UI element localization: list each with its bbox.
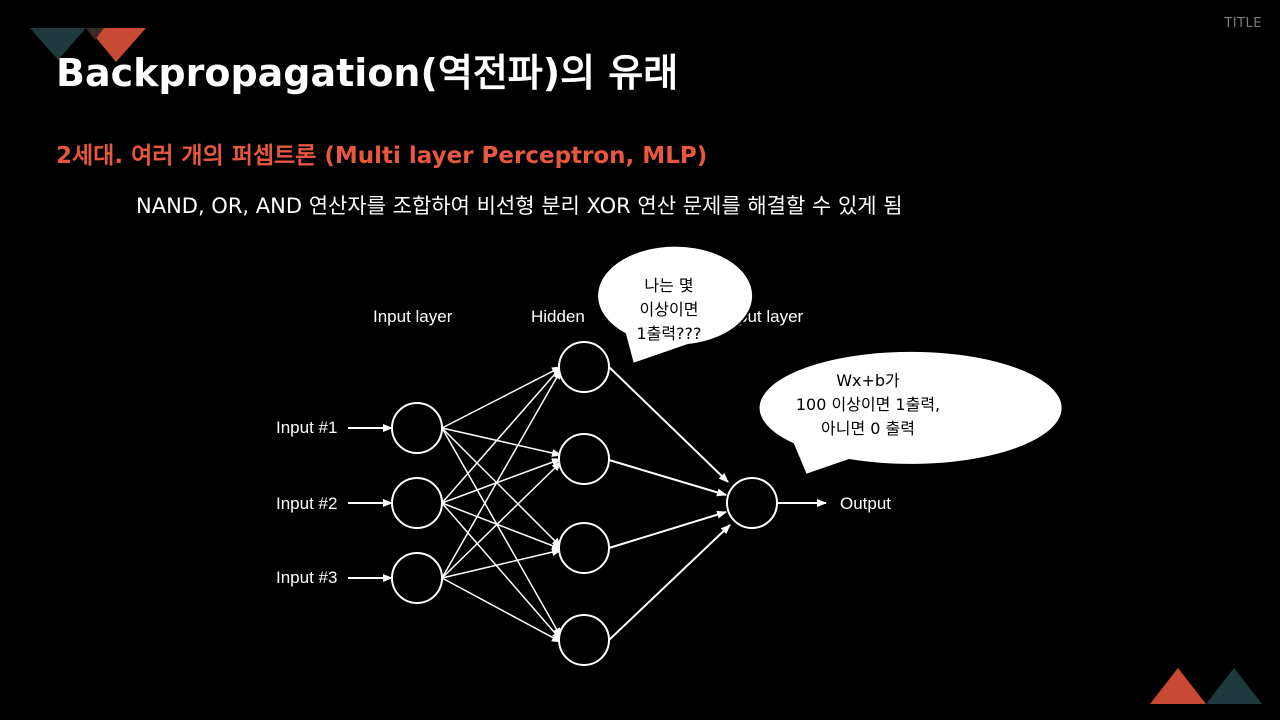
input-label-2: Input #2	[276, 494, 337, 513]
output-bubble-line-3: 아니면 0 출력	[821, 419, 915, 438]
hidden-bubble-line-1: 나는 몇	[644, 276, 693, 295]
hidden-bubble-line-2: 이상이면	[640, 300, 699, 319]
corner-decoration-bottom-right	[1150, 668, 1262, 704]
output-label: Output	[840, 494, 891, 513]
output-layer-label: put layer	[738, 307, 804, 326]
input-node-1	[391, 402, 443, 454]
input-layer-label: Input layer	[373, 307, 453, 326]
body-text: NAND, OR, AND 연산자를 조합하여 비선형 분리 XOR 연산 문제…	[136, 194, 903, 218]
hidden-speech-bubble: 나는 몇 이상이면 1출력???	[596, 244, 755, 366]
hidden-layer-label: Hidden	[531, 307, 585, 326]
hidden-node-2	[558, 433, 610, 485]
hidden-bubble-line-3: 1출력???	[636, 324, 701, 343]
slide-subtitle: 2세대. 여러 개의 퍼셉트론 (Multi layer Perceptron,…	[56, 143, 708, 169]
slide-title: Backpropagation(역전파)의 유래	[56, 51, 679, 95]
input-label-3: Input #3	[276, 568, 337, 587]
output-bubble-line-1: Wx+b가	[836, 371, 900, 390]
hidden-output-connections	[608, 366, 731, 641]
input-node-3	[391, 552, 443, 604]
output-node	[726, 477, 778, 529]
output-speech-bubble: Wx+b가 100 이상이면 1출력, 아니면 0 출력	[757, 349, 1064, 477]
top-label: TITLE	[1224, 16, 1262, 31]
hidden-node-4	[558, 614, 610, 666]
output-bubble-line-2: 100 이상이면 1출력,	[796, 395, 940, 414]
hidden-node-3	[558, 522, 610, 574]
hidden-node-1	[558, 341, 610, 393]
input-label-1: Input #1	[276, 418, 337, 437]
input-hidden-connections	[441, 366, 562, 643]
corner-decoration-top-left	[30, 28, 146, 62]
input-node-2	[391, 477, 443, 529]
